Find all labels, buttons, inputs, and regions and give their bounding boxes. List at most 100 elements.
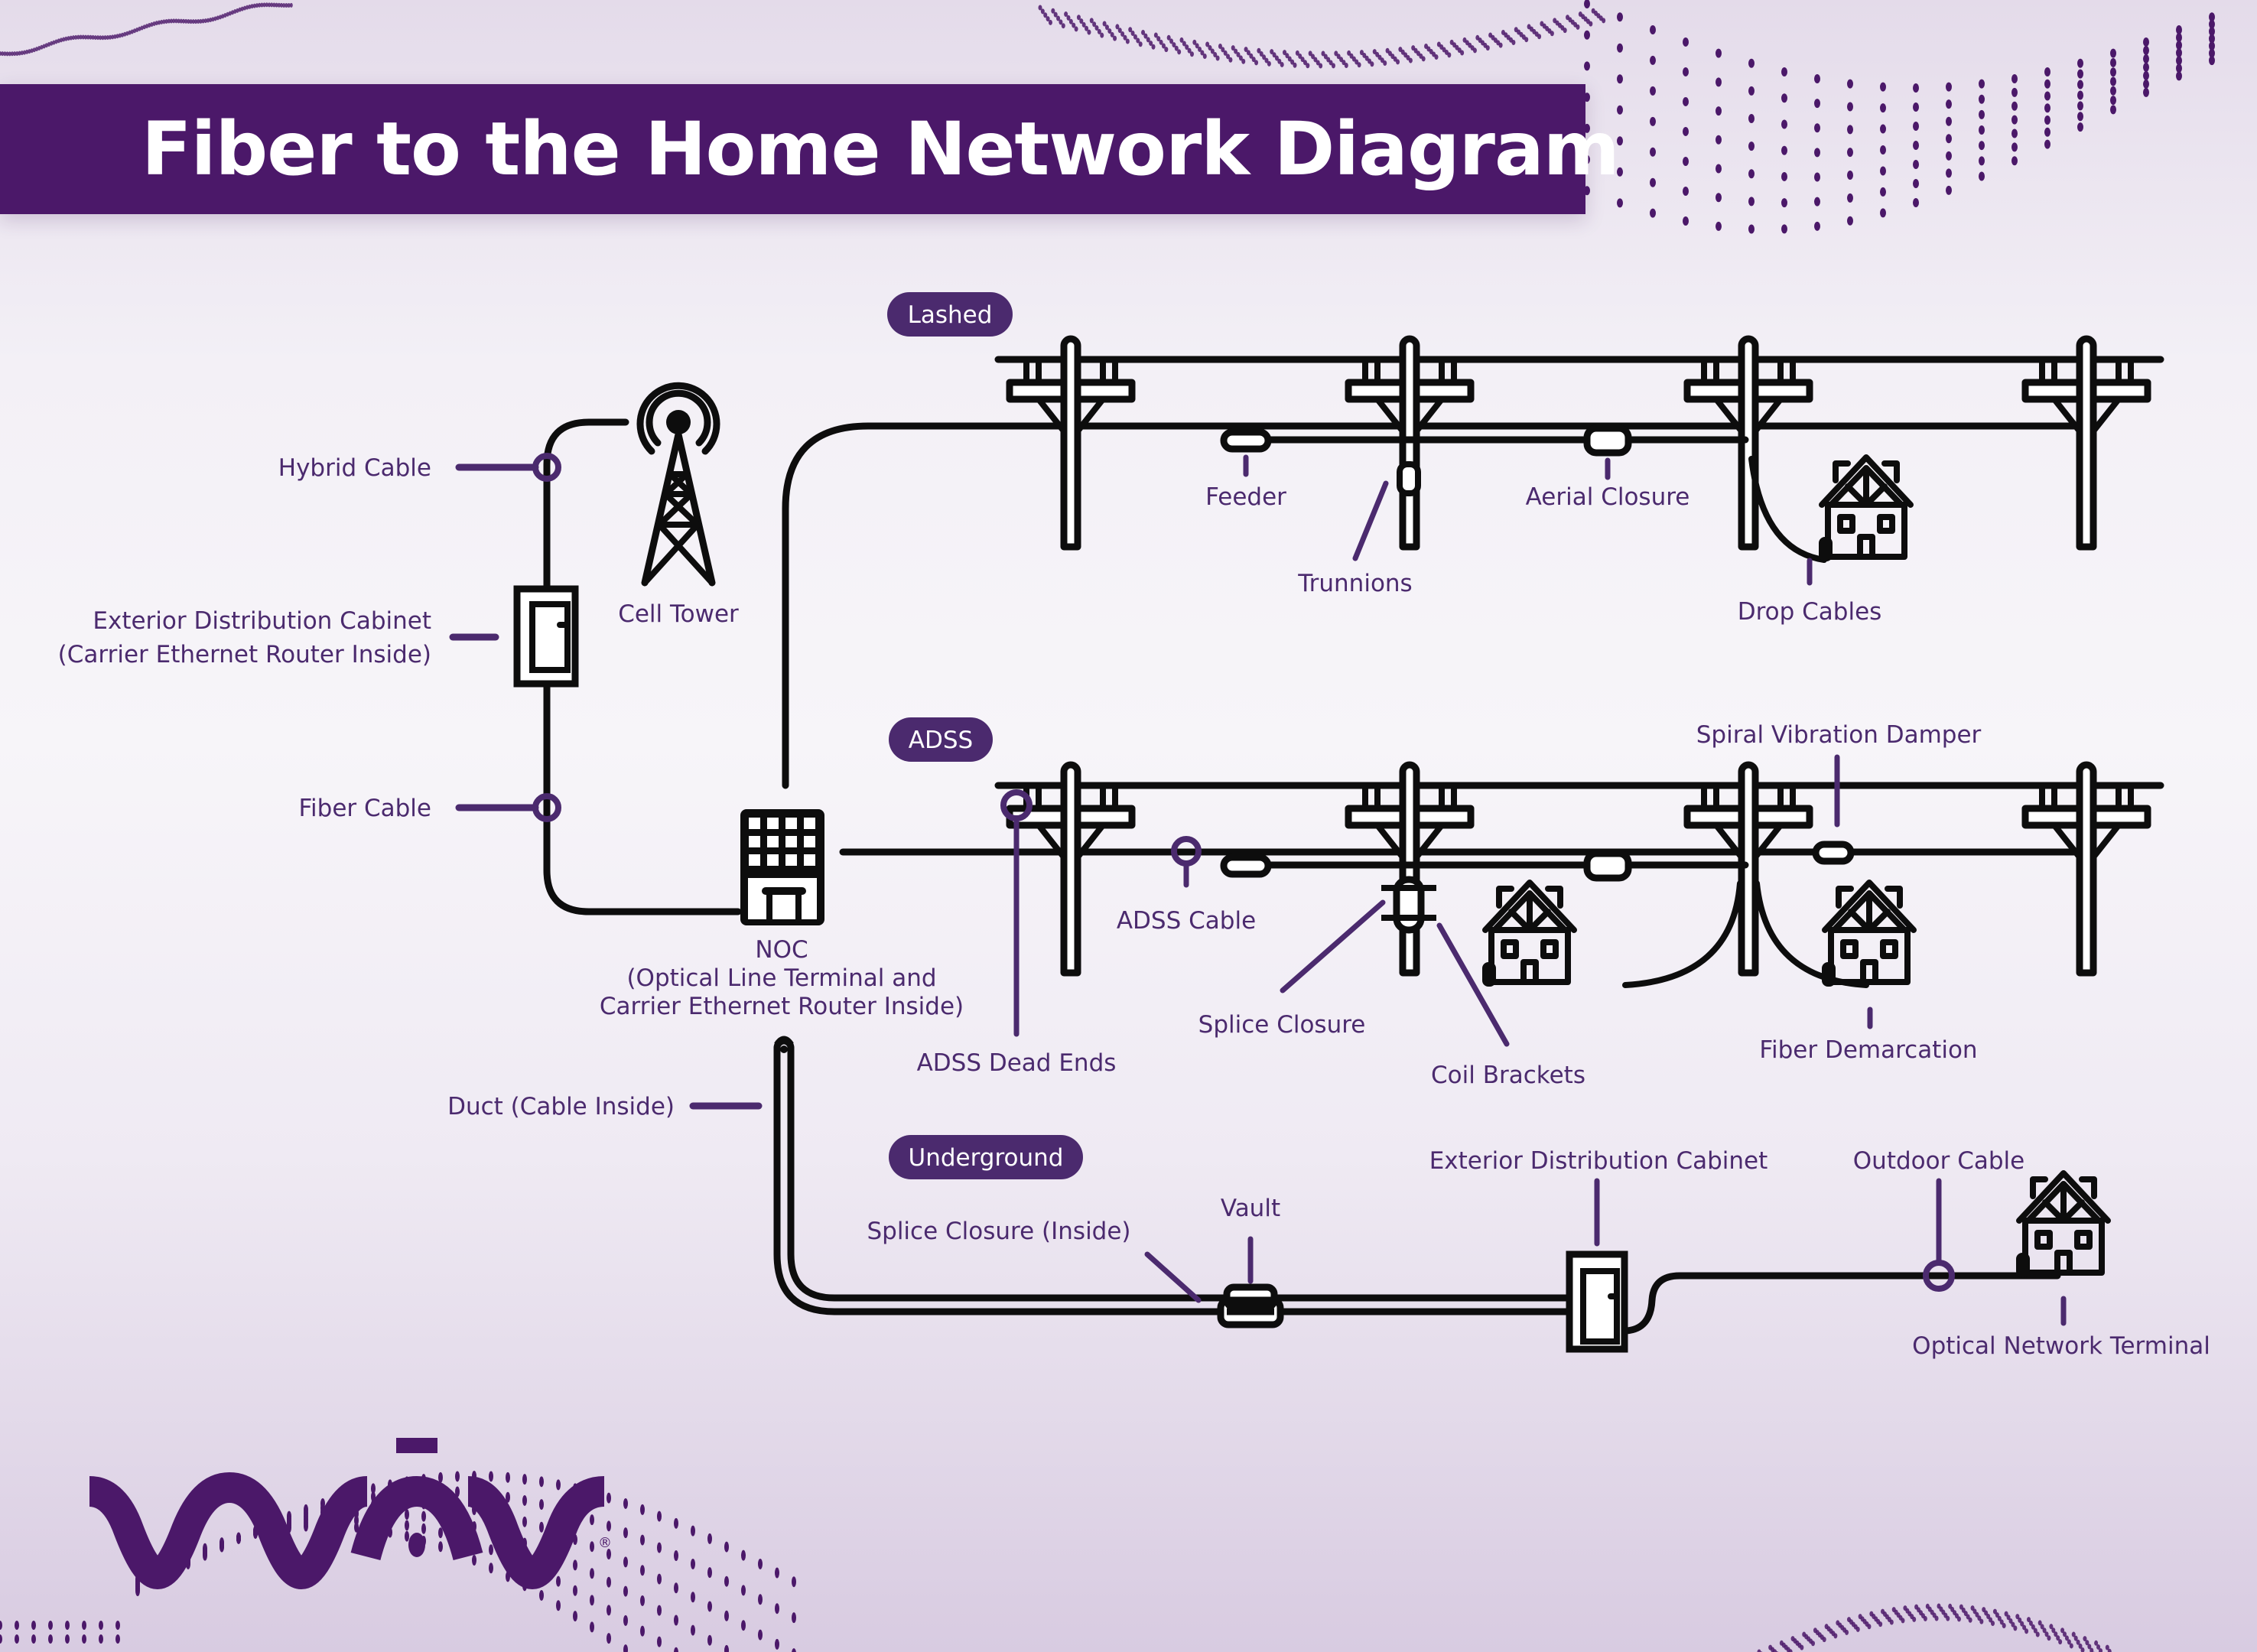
decor-dot [2176, 63, 2182, 73]
decor-mesh [32, 47, 36, 53]
decor-dot [1781, 93, 1787, 103]
lashed-utility-poles [1006, 335, 2151, 551]
decor-dot [472, 1555, 476, 1566]
decor-dot [2143, 54, 2149, 63]
decor-mesh [2013, 1625, 2018, 1631]
noc-window [767, 854, 779, 866]
decor-dot [48, 1621, 53, 1630]
decor-mesh [1576, 24, 1580, 30]
adss-feeder-marker [1220, 854, 1272, 878]
decor-mesh [236, 8, 239, 13]
house-icon [1482, 880, 1577, 987]
decor-dot [2110, 67, 2116, 77]
trunnions-label: Trunnions [1297, 570, 1412, 597]
hybrid-cable-label: Hybrid Cable [278, 454, 431, 482]
decor-mesh [81, 34, 85, 40]
outdoor-cable-label: Outdoor Cable [1853, 1147, 2024, 1175]
decor-dot [2011, 74, 2018, 84]
decor-dot [1716, 221, 1722, 231]
utility-pole-icon [1683, 761, 1813, 977]
aerial-closure-icon [1583, 424, 1632, 457]
decor-dot [2209, 48, 2215, 58]
decor-mesh [5, 51, 9, 57]
svg-text:Underground: Underground [909, 1144, 1064, 1172]
decor-dot [640, 1504, 645, 1515]
decor-mesh [1089, 18, 1094, 24]
decor-dot [758, 1629, 763, 1641]
decor-mesh [2006, 1615, 2011, 1621]
decor-mesh [1293, 62, 1297, 68]
decor-mesh [1889, 1619, 1894, 1625]
decor-dot [1979, 171, 1985, 181]
decor-dot [506, 1472, 510, 1483]
decor-dot [1913, 83, 1919, 93]
decor-mesh [1833, 1633, 1838, 1639]
decor-mesh [2094, 1640, 2099, 1646]
decor-dot [1748, 86, 1755, 96]
decor-mesh [2033, 1628, 2037, 1634]
decor-dot [1880, 124, 1886, 134]
decor-mesh [252, 3, 256, 8]
page-title: Fiber to the Home Network Diagram [141, 106, 1620, 192]
decor-mesh [1867, 1624, 1872, 1630]
decor-dot [1748, 141, 1755, 151]
decor-mesh [3, 51, 7, 57]
feeder-label: Feeder [1205, 483, 1286, 511]
decor-mesh [1355, 59, 1359, 65]
decor-mesh [1236, 51, 1241, 57]
decor-mesh [1046, 16, 1050, 22]
decor-mesh [67, 36, 70, 41]
decor-dot [99, 1634, 103, 1644]
decor-mesh [2080, 1647, 2085, 1652]
decor-dot [2110, 57, 2116, 67]
decor-dot [607, 1605, 611, 1616]
decor-mesh [1138, 41, 1143, 47]
decor-mesh [40, 44, 44, 50]
decor-dot [590, 1541, 594, 1553]
coil-brackets-leader [1436, 922, 1510, 1047]
decor-dot [455, 1486, 460, 1498]
ext-cabinet-label-line1: Exterior Distribution Cabinet [93, 607, 431, 635]
house-door [1857, 534, 1875, 560]
decor-mesh [1104, 24, 1109, 31]
decor-mesh [1811, 1641, 1815, 1647]
decor-mesh [285, 3, 288, 8]
adss-drop-cable-left [1622, 880, 1743, 988]
decor-mesh [1215, 55, 1220, 61]
decor-mesh [1321, 50, 1325, 57]
decor-dot [1880, 82, 1886, 92]
splice-closure-inside-label: Splice Closure (Inside) [867, 1218, 1130, 1245]
decor-mesh [125, 31, 129, 36]
decor-mesh [2090, 1647, 2094, 1652]
decor-mesh [1946, 1615, 1950, 1621]
decor-mesh [57, 38, 60, 44]
splice-closure-inside-leader [1144, 1251, 1202, 1303]
decor-dot [623, 1615, 628, 1626]
decor-mesh [2071, 1631, 2076, 1637]
house-roof [1482, 880, 1577, 933]
decor-mesh [1213, 52, 1218, 58]
decor-mesh [109, 34, 112, 40]
decor-mesh [2067, 1639, 2071, 1645]
decor-dot [1781, 198, 1787, 208]
decor-mesh [150, 21, 154, 27]
decor-mesh [1912, 1616, 1917, 1622]
house-door [2054, 1250, 2073, 1276]
decor-mesh [1357, 62, 1361, 68]
decor-dot [1913, 141, 1919, 150]
decor-dot [724, 1644, 729, 1652]
decor-mesh [2073, 1635, 2078, 1641]
decor-mesh [2018, 1617, 2022, 1623]
decor-mesh [1970, 1605, 1975, 1611]
decor-mesh [72, 35, 75, 41]
decor-dot [2110, 105, 2116, 115]
decor-mesh [1385, 47, 1390, 54]
decor-mesh [1800, 1644, 1804, 1650]
decor-mesh [1370, 61, 1374, 67]
decor-mesh [1174, 45, 1179, 51]
decor-dot [455, 1471, 460, 1482]
decor-mesh [1280, 61, 1284, 67]
decor-mesh [2031, 1624, 2035, 1630]
decor-mesh [207, 18, 210, 23]
decor-dot [1781, 145, 1787, 155]
